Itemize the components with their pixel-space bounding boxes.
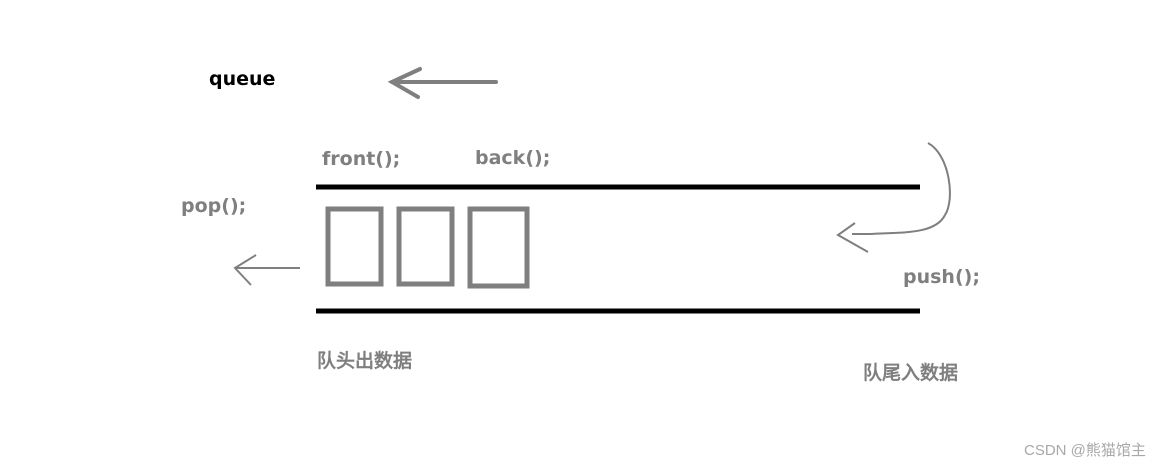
watermark: CSDN @熊猫馆主 (1024, 442, 1146, 459)
front-label: front(); (322, 148, 401, 170)
push-label: push(); (903, 266, 980, 288)
pop-arrow-icon (233, 254, 300, 286)
tail-in-label: 队尾入数据 (863, 362, 959, 384)
push-arrow-icon (836, 142, 951, 253)
head-out-label: 队头出数据 (317, 350, 413, 372)
queue-element-2 (396, 206, 455, 287)
back-label: back(); (475, 147, 551, 169)
direction-arrow-icon (387, 67, 498, 99)
queue-element-3 (467, 206, 530, 289)
diagram-title: queue (209, 68, 276, 90)
pop-label: pop(); (181, 195, 247, 217)
queue-element-1 (325, 206, 384, 287)
